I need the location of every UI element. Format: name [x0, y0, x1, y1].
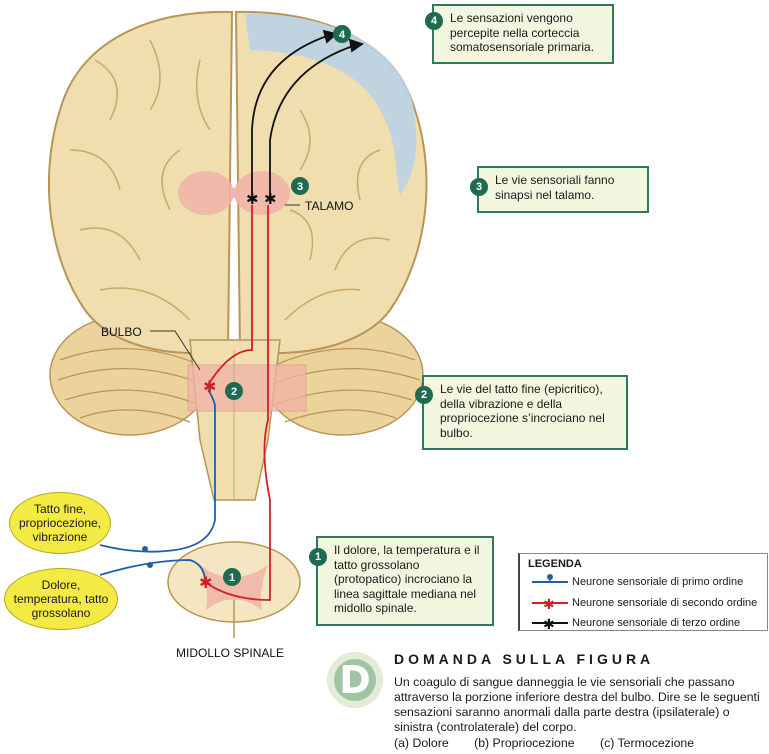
legend-first-order: Neurone sensoriale di primo ordine: [572, 576, 744, 588]
option-c: (c) Termocezione: [600, 736, 695, 750]
step-4-callout: 4 Le sensazioni vengono percepite nella …: [425, 4, 614, 64]
svg-text:2: 2: [231, 386, 237, 398]
question-icon: D: [327, 652, 383, 708]
pain-temperature-text: Dolore, temperatura, tatto grossolano: [13, 578, 109, 620]
svg-text:✱: ✱: [199, 573, 212, 592]
step-1-text: Il dolore, la temperatura e il tatto gro…: [334, 543, 480, 615]
step-3-text: Le vie sensoriali fanno sinapsi nel tala…: [495, 173, 615, 202]
synapse-markers: ✱ ✱ ✱ ✱: [142, 190, 277, 592]
svg-text:✱: ✱: [246, 190, 259, 208]
svg-text:✱: ✱: [264, 190, 277, 208]
legend-second-order: Neurone sensoriale di secondo ordine: [572, 597, 758, 609]
legend-symbols: ✱ ✱: [532, 574, 568, 630]
step-1-badge: 1: [309, 548, 327, 566]
svg-text:3: 3: [297, 181, 303, 193]
step-4-text: Le sensazioni vengono percepite nella co…: [450, 11, 595, 54]
question-icon-letter: D: [339, 658, 371, 702]
talamo-label: TALAMO: [305, 199, 354, 213]
step-2-text: Le vie del tatto fine (epicritico), dell…: [440, 382, 605, 440]
svg-text:1: 1: [229, 572, 235, 584]
legend-third-order: Neurone sensoriale di terzo ordine: [572, 617, 741, 629]
option-a: (a) Dolore: [394, 736, 449, 750]
question-text: Un coagulo di sangue danneggia le vie se…: [394, 675, 760, 734]
svg-text:✱: ✱: [543, 597, 555, 613]
legend: LEGENDA ✱ ✱ Neurone sensoriale di primo …: [518, 553, 768, 631]
option-b: (b) Propriocezione: [474, 736, 575, 750]
step-1-callout: 1 Il dolore, la temperatura e il tatto g…: [309, 536, 494, 626]
cerebrum: [47, 10, 428, 355]
svg-text:✱: ✱: [203, 377, 216, 396]
step-2-callout: 2 Le vie del tatto fine (epicritico), de…: [415, 375, 628, 450]
neural-pathways: [99, 29, 364, 601]
spinal-cord-section: [167, 541, 301, 638]
brainstem: [187, 339, 307, 501]
question-title: DOMANDA SULLA FIGURA: [394, 651, 655, 667]
leader-lines: [150, 204, 300, 371]
legend-title: LEGENDA: [528, 558, 582, 570]
step-3-badge: 3: [470, 178, 488, 196]
svg-text:4: 4: [339, 29, 346, 41]
svg-text:✱: ✱: [543, 617, 555, 630]
step-3-callout: 3 Le vie sensoriali fanno sinapsi nel ta…: [470, 166, 649, 213]
fine-touch-bubble: Tatto fine, propriocezione, vibrazione: [9, 492, 111, 554]
figure-badges: 4 3 2 1: [223, 25, 351, 586]
fine-touch-text: Tatto fine, propriocezione, vibrazione: [18, 502, 102, 544]
step-4-badge: 4: [425, 12, 443, 30]
pain-temperature-bubble: Dolore, temperatura, tatto grossolano: [4, 568, 118, 630]
bulbo-label: BULBO: [101, 325, 142, 339]
question-options: (a) Dolore (b) Propriocezione (c) Termoc…: [394, 736, 716, 750]
spinal-cord-label: MIDOLLO SPINALE: [176, 646, 285, 660]
step-2-badge: 2: [415, 386, 433, 404]
